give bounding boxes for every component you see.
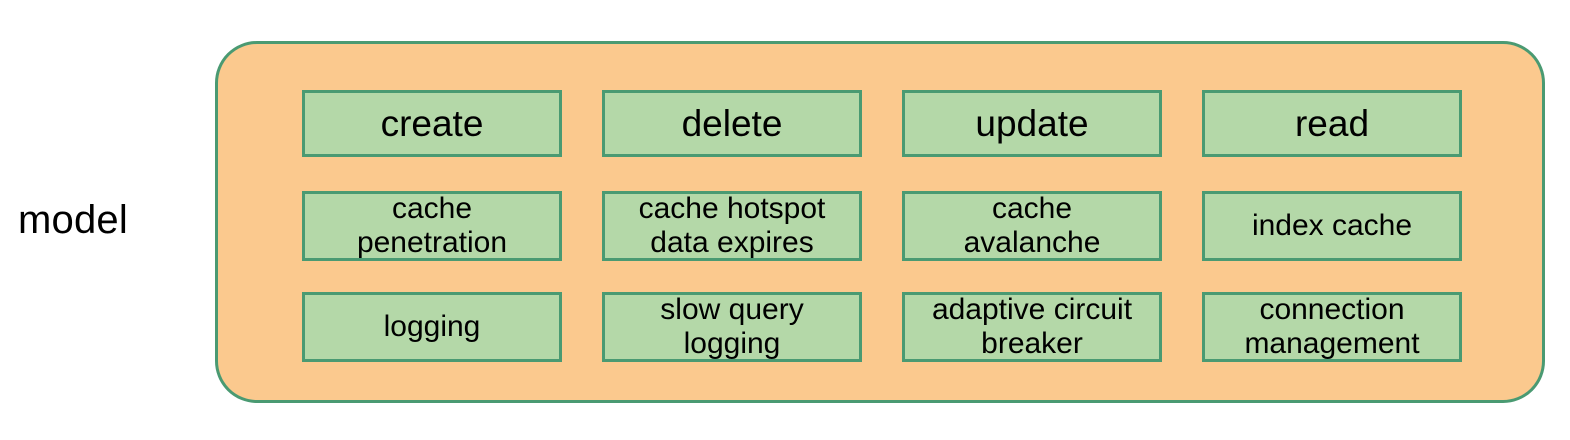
capability-box[interactable]: connection management [1202, 292, 1462, 362]
capability-box-line: avalanche [963, 226, 1101, 259]
capability-box[interactable]: cache penetration [302, 191, 562, 261]
capability-box-line: adaptive circuit [931, 293, 1133, 326]
capability-box[interactable]: logging [302, 292, 562, 362]
capability-box[interactable]: cache hotspot data expires [602, 191, 862, 261]
capability-box-label: cache hotspot data expires [605, 192, 859, 260]
capability-box-label: adaptive circuit breaker [905, 293, 1159, 361]
capability-box-label: cache avalanche [905, 192, 1159, 260]
capability-box-label: delete [681, 102, 783, 144]
capability-box-line: data expires [650, 226, 814, 259]
capability-box-line: slow query [660, 293, 804, 326]
capability-box[interactable]: update [902, 90, 1162, 157]
capability-box[interactable]: slow query logging [602, 292, 862, 362]
capability-grid: create delete update read cache penetrat… [218, 44, 1548, 406]
capability-box-label: update [975, 102, 1089, 144]
capability-box-label: connection management [1205, 293, 1459, 361]
capability-box-line: cache [991, 192, 1073, 225]
capability-box[interactable]: delete [602, 90, 862, 157]
capability-box[interactable]: adaptive circuit breaker [902, 292, 1162, 362]
capability-box-label: read [1294, 102, 1370, 144]
model-group-container: create delete update read cache penetrat… [215, 41, 1545, 403]
capability-box-line: management [1244, 327, 1420, 360]
capability-box-line: breaker [981, 327, 1083, 360]
model-label: model [18, 198, 128, 242]
capability-box-label: cache penetration [305, 192, 559, 260]
capability-box-label: create [380, 102, 484, 144]
capability-box[interactable]: read [1202, 90, 1462, 157]
capability-box[interactable]: cache avalanche [902, 191, 1162, 261]
capability-box-label: slow query logging [605, 293, 859, 361]
capability-box-line: logging [683, 327, 781, 360]
capability-box[interactable]: index cache [1202, 191, 1462, 261]
capability-box-line: connection [1259, 293, 1405, 326]
capability-box-line: penetration [356, 226, 508, 259]
capability-box-line: cache [391, 192, 473, 225]
capability-box-label: index cache [1251, 209, 1413, 242]
capability-box-label: logging [383, 310, 481, 343]
capability-box[interactable]: create [302, 90, 562, 157]
capability-box-line: cache hotspot [638, 192, 826, 225]
